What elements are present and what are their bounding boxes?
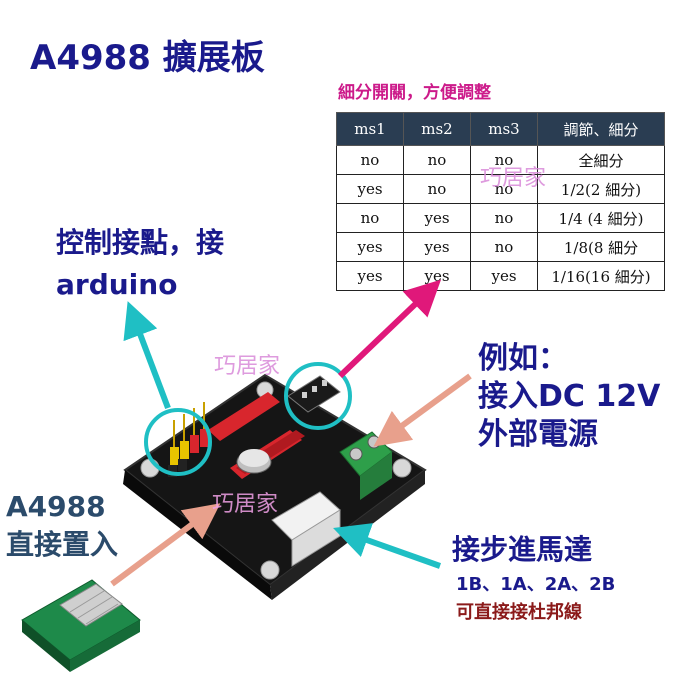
col-header-step: 調節、細分: [537, 112, 665, 146]
arrow-motor: [333, 523, 442, 569]
table-cell: 1/2(2 細分): [537, 174, 665, 204]
motor-label-pins: 1B、1A、2A、2B: [456, 574, 616, 595]
table-cell: no: [470, 203, 538, 233]
table-row: no no no 全細分: [336, 145, 665, 175]
highlight-circle-control: [144, 408, 212, 476]
table-cell: yes: [336, 261, 404, 291]
a4988-label: A4988 直接置入: [6, 488, 118, 564]
control-pin-header: [168, 402, 209, 477]
arrow-driver: [110, 503, 221, 587]
table-header-row: ms1 ms2 ms3 調節、細分: [336, 112, 665, 146]
watermark-text: 巧居家: [212, 492, 279, 517]
arrow-dip-table: [337, 279, 442, 379]
table-cell: no: [403, 174, 471, 204]
table-cell: no: [336, 203, 404, 233]
motor-connector: [271, 491, 341, 567]
example-label-line1: 例如：: [478, 341, 568, 376]
watermark-text: 巧居家: [480, 166, 547, 191]
highlight-circle-dip: [284, 362, 352, 430]
table-cell: no: [336, 145, 404, 175]
control-label-line1: 控制接點，接: [56, 226, 225, 259]
example-label-line2: 接入DC 12V: [478, 379, 661, 414]
page-title: A4988 擴展板: [30, 38, 265, 78]
table-row: yes no no 1/2(2 細分): [336, 174, 665, 204]
motor-label-note: 可直接接杜邦線: [456, 602, 582, 623]
col-header-ms1: ms1: [336, 112, 404, 146]
microstep-table: ms1 ms2 ms3 調節、細分 no no no 全細分 yes no no…: [336, 112, 665, 291]
motor-label-title: 接步進馬達: [452, 533, 593, 566]
table-cell: no: [470, 174, 538, 204]
table-caption: 細分開關，方便調整: [338, 83, 491, 103]
table-cell: no: [403, 145, 471, 175]
control-label-line2: arduino: [56, 268, 178, 301]
table-cell: no: [470, 145, 538, 175]
arrow-power: [373, 373, 472, 447]
a4988-label-line2: 直接置入: [6, 528, 119, 561]
a4988-label-line1: A4988: [6, 490, 106, 523]
table-cell: yes: [336, 174, 404, 204]
table-cell: yes: [403, 203, 471, 233]
example-label-line3: 外部電源: [478, 417, 598, 452]
control-pins-label: 控制接點，接 arduino: [56, 222, 224, 306]
dip-switch: [287, 375, 341, 413]
table-cell: yes: [470, 261, 538, 291]
power-example-label: 例如： 接入DC 12V 外部電源: [478, 340, 660, 454]
table-cell: 1/8(8 細分: [537, 232, 665, 262]
arrow-control-pins: [123, 301, 171, 410]
col-header-ms3: ms3: [470, 112, 538, 146]
table-cell: 1/16(16 細分): [537, 261, 665, 291]
table-cell: 全細分: [537, 145, 665, 175]
capacitor: [236, 449, 272, 474]
table-cell: no: [470, 232, 538, 262]
a4988-module: [21, 579, 141, 672]
watermark-text: 巧居家: [214, 354, 281, 379]
